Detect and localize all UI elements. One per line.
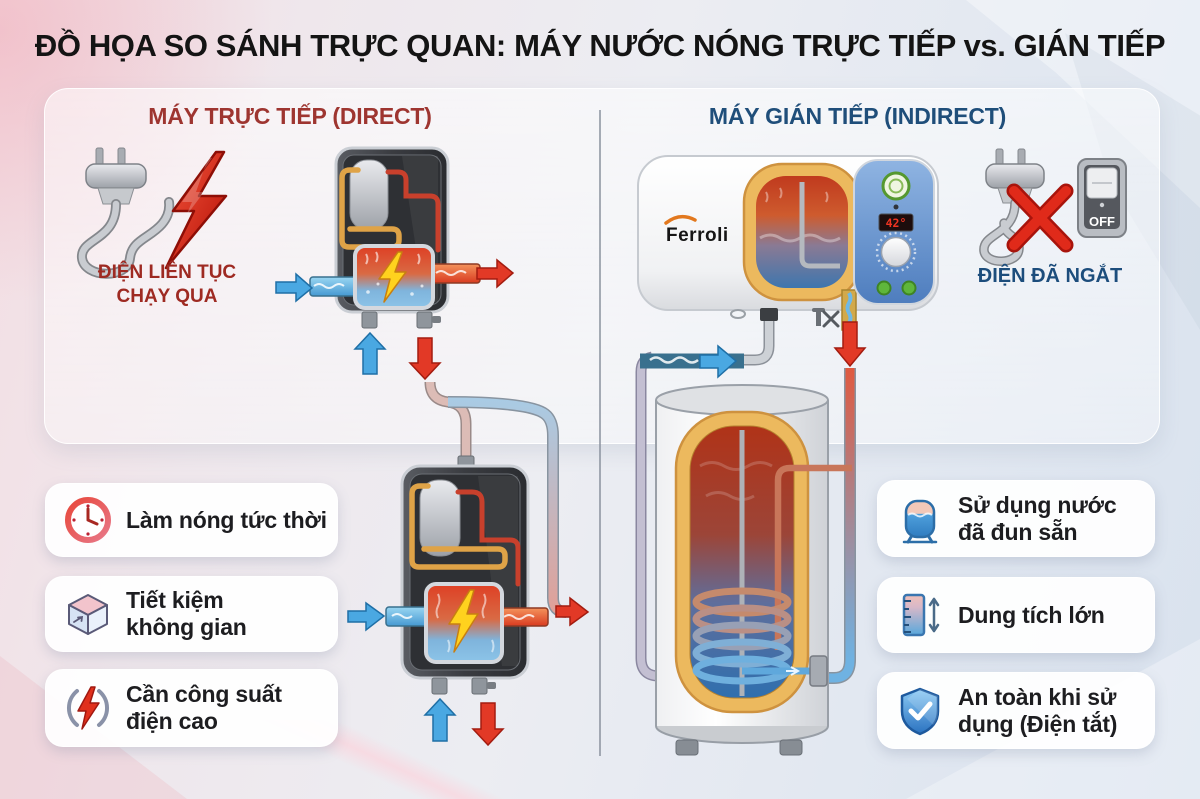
brand-logo: Ferroli bbox=[666, 225, 729, 246]
eco-badge-icon bbox=[881, 171, 911, 201]
hot-riser-pipe bbox=[774, 464, 852, 650]
red-x-icon bbox=[1006, 183, 1074, 253]
heating-coil bbox=[409, 483, 508, 570]
hot-down-arrow bbox=[833, 321, 867, 368]
direct-power-status: ĐIỆN LIÊN TỤC CHẠY QUA bbox=[97, 262, 237, 307]
ferroli-heater-unit: Ferroli 42° bbox=[637, 155, 939, 331]
feature-label: Làm nóng tức thời bbox=[126, 506, 327, 533]
plug-power-off-icon: OFF bbox=[979, 148, 1127, 266]
cold-up-arrow bbox=[353, 331, 387, 375]
power-indicator-icon bbox=[876, 280, 892, 296]
lightning-bolt-icon bbox=[378, 251, 407, 303]
comparison-panel bbox=[44, 88, 1160, 444]
hot-out-arrow bbox=[555, 596, 590, 627]
feature-label: Cần công suất điện cao bbox=[126, 681, 282, 734]
feature-label: Tiết kiệm không gian bbox=[126, 587, 247, 640]
feature-space-saving: Tiết kiệm không gian bbox=[45, 576, 338, 652]
temperature-readout: 42° bbox=[886, 216, 907, 230]
feature-high-power: Cần công suất điện cao bbox=[45, 669, 338, 747]
direct-section-header: MÁY TRỰC TIẾP (DIRECT) bbox=[148, 103, 432, 129]
cold-up-arrow bbox=[423, 697, 457, 742]
thermostat-knob-icon bbox=[880, 236, 912, 268]
indirect-section-header: MÁY GIÁN TIẾP (INDIRECT) bbox=[708, 103, 1007, 129]
instant-heater-bottom bbox=[385, 464, 549, 695]
feature-instant-heating: Làm nóng tức thời bbox=[45, 483, 338, 557]
storage-tank bbox=[655, 384, 852, 756]
cold-in-arrow bbox=[275, 272, 314, 303]
feature-large-capacity: Dung tích lớn bbox=[877, 577, 1155, 653]
vertical-divider bbox=[599, 110, 601, 756]
plug-power-on-icon bbox=[77, 147, 228, 279]
indirect-power-status: ĐIỆN ĐÃ NGẮT bbox=[977, 265, 1123, 287]
indirect-heater-diagram: Ferroli 42° bbox=[635, 155, 939, 756]
cold-in-arrow bbox=[699, 344, 738, 379]
lightning-bolt-icon bbox=[164, 150, 228, 270]
heat-indicator-icon bbox=[901, 280, 917, 296]
off-switch-icon: OFF bbox=[1077, 158, 1127, 238]
hot-down-arrow bbox=[408, 337, 442, 381]
heat-exchanger-coil bbox=[692, 587, 792, 685]
feature-label: An toàn khi sử dụng (Điện tắt) bbox=[958, 683, 1118, 737]
feature-label: Dung tích lớn bbox=[958, 601, 1105, 628]
hot-down-arrow bbox=[471, 702, 505, 747]
control-panel: 42° bbox=[853, 159, 935, 305]
feature-preheated-water: Sử dụng nước đã đun sẵn bbox=[877, 480, 1155, 557]
hot-out-arrow bbox=[476, 258, 515, 289]
shutoff-valve-icon bbox=[812, 308, 840, 328]
instant-heater-top bbox=[309, 146, 481, 329]
off-switch-label: OFF bbox=[1089, 214, 1115, 229]
lightning-bolt-icon bbox=[448, 589, 479, 653]
page-title: ĐỒ HỌA SO SÁNH TRỰC QUAN: MÁY NƯỚC NÓNG … bbox=[34, 28, 1166, 63]
cold-in-arrow bbox=[347, 601, 386, 632]
led-display bbox=[878, 213, 914, 232]
feature-label: Sử dụng nước đã đun sẵn bbox=[958, 491, 1117, 545]
direct-heater-diagram bbox=[275, 146, 590, 747]
ferroli-logo-arc bbox=[664, 214, 697, 225]
plug-icon bbox=[77, 147, 175, 279]
feature-safe-usage: An toàn khi sử dụng (Điện tắt) bbox=[877, 672, 1155, 749]
